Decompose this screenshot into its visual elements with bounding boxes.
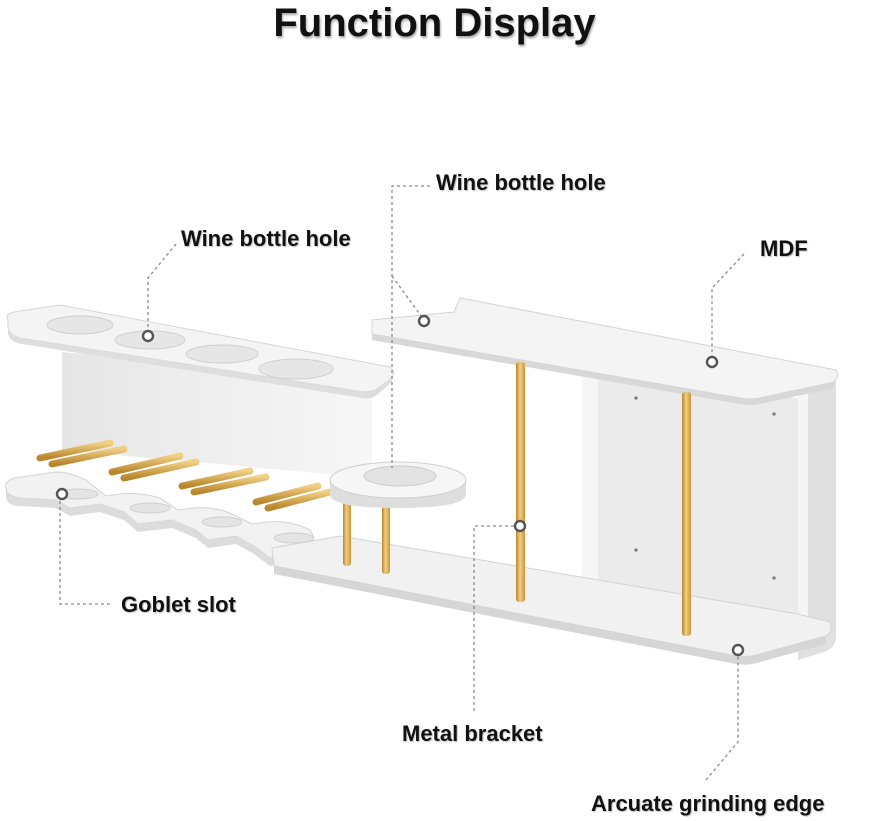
callout-dot-icon [417, 314, 431, 328]
bottle-holder-ring [329, 461, 467, 508]
callout-leaders [59, 185, 745, 781]
label-wine-bottle-hole-top: Wine bottle hole [436, 170, 606, 195]
goblet-slot-icon [201, 516, 243, 528]
callout-dot-icon [513, 519, 527, 533]
label-mdf: MDF [760, 236, 808, 261]
leader-arcuate-grinding-edge [705, 650, 739, 781]
leader-wine-bottle-hole-top [391, 185, 430, 468]
leader-wine-bottle-hole-top-branch [391, 275, 425, 321]
bottle-hole-icon [46, 315, 114, 335]
page-title: Function Display [273, 1, 596, 45]
label-goblet-slot: Goblet slot [121, 592, 236, 617]
leader-metal-bracket [473, 525, 520, 712]
bottle-hole-icon [363, 465, 437, 487]
label-metal-bracket: Metal bracket [402, 721, 543, 746]
goblet-slot-icon [273, 532, 315, 544]
leader-wine-bottle-hole-left [147, 243, 177, 336]
goblet-slot-icon [129, 502, 171, 514]
label-arcuate-grinding-edge: Arcuate grinding edge [591, 791, 825, 816]
callout-dot-icon [705, 355, 719, 369]
callout-dot-icon [141, 329, 155, 343]
callout-dots [55, 314, 745, 657]
left-brass-rods [36, 439, 334, 512]
bottle-hole-icon [258, 358, 334, 380]
bottle-hole-icon [185, 344, 259, 364]
metal-bracket [343, 362, 691, 636]
callout-dot-icon [731, 643, 745, 657]
callout-dot-icon [55, 487, 69, 501]
leader-mdf [711, 253, 745, 362]
right-rack [271, 297, 839, 665]
label-wine-bottle-hole-left: Wine bottle hole [181, 226, 351, 251]
left-rack [5, 304, 395, 566]
goblet-shelf [5, 471, 315, 559]
leader-goblet-slot [59, 494, 110, 605]
